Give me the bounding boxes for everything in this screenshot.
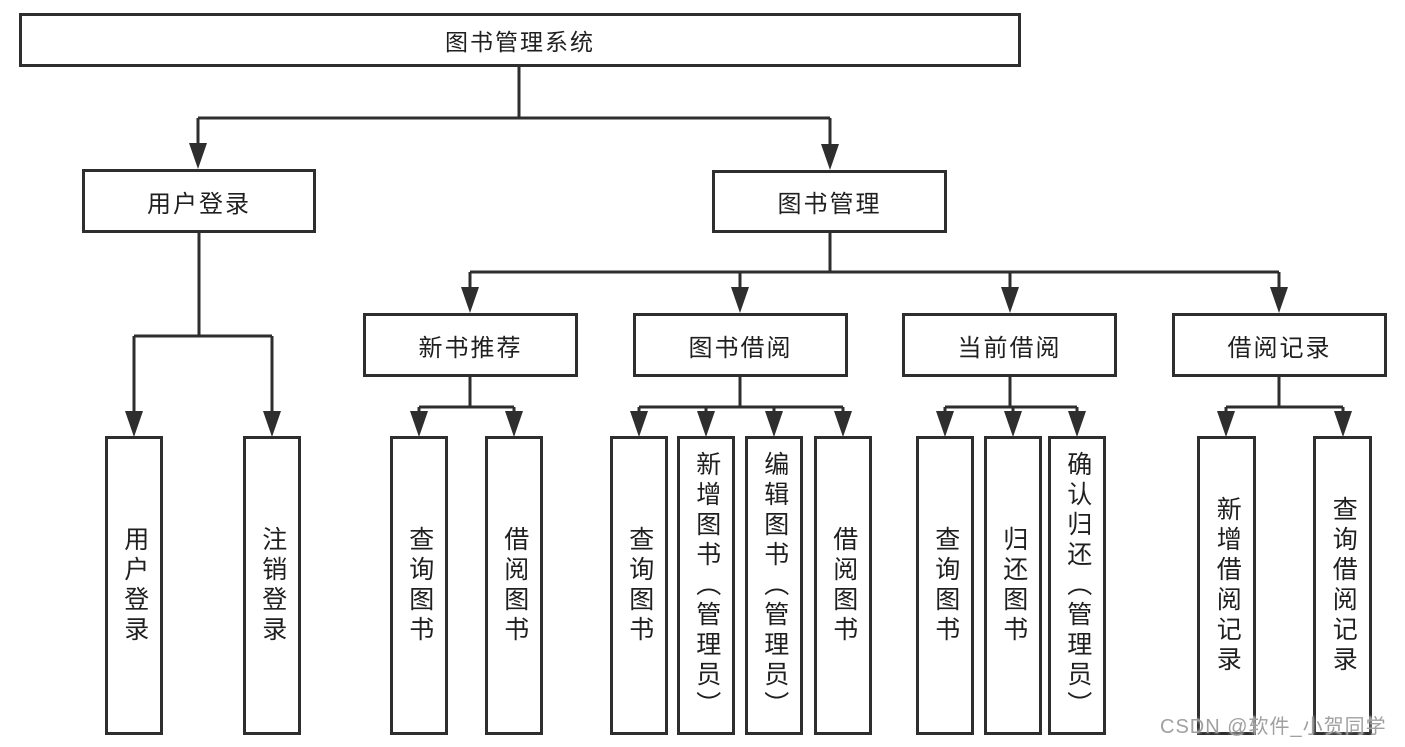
leaf-current-query-books-label: 查询图书 xyxy=(931,525,960,646)
node-root-label: 图书管理系统 xyxy=(445,29,595,55)
node-borrow-record: 借阅记录 xyxy=(1172,313,1387,377)
csdn-watermark: CSDN @软件_小贺同学 xyxy=(1160,716,1387,738)
leaf-current-return-books: 归还图书 xyxy=(984,436,1042,735)
node-book-management-label: 图书管理 xyxy=(777,191,882,218)
leaf-record-query-borrow-record: 查询借阅记录 xyxy=(1313,436,1372,735)
leaf-borrow-borrow-books-label: 借阅图书 xyxy=(829,525,858,646)
leaf-user-login-label: 用户登录 xyxy=(120,525,149,646)
leaf-record-add-borrow-record: 新增借阅记录 xyxy=(1197,436,1256,735)
node-book-borrow-label: 图书借阅 xyxy=(688,334,793,362)
node-borrow-record-label: 借阅记录 xyxy=(1227,334,1332,362)
node-root: 图书管理系统 xyxy=(19,13,1021,67)
leaf-borrow-edit-books-admin: 编辑图书（管理员） xyxy=(745,436,803,735)
leaf-borrow-edit-books-admin-label: 编辑图书（管理员） xyxy=(760,450,789,721)
leaf-current-confirm-return-admin-label: 确认归还（管理员） xyxy=(1063,450,1092,721)
node-user-login-label: 用户登录 xyxy=(147,190,251,218)
leaf-borrow-add-books-admin-label: 新增图书（管理员） xyxy=(692,450,721,721)
leaf-borrow-query-books-label: 查询图书 xyxy=(625,525,654,646)
connector-lines xyxy=(132,67,1345,413)
leaf-borrow-borrow-books: 借阅图书 xyxy=(814,436,872,735)
leaf-borrow-add-books-admin: 新增图书（管理员） xyxy=(677,436,735,735)
node-new-book-recommend-label: 新书推荐 xyxy=(418,334,523,362)
leaf-user-login: 用户登录 xyxy=(105,436,163,735)
node-user-login: 用户登录 xyxy=(82,169,316,233)
leaf-borrow-query-books: 查询图书 xyxy=(610,436,668,735)
leaf-newbook-borrow-books: 借阅图书 xyxy=(485,436,543,735)
node-book-management: 图书管理 xyxy=(712,170,947,233)
leaf-newbook-query-books: 查询图书 xyxy=(390,436,448,735)
node-book-borrow: 图书借阅 xyxy=(633,313,848,377)
node-current-borrow-label: 当前借阅 xyxy=(957,334,1062,362)
leaf-logout-label: 注销登录 xyxy=(258,525,287,646)
leaf-newbook-query-books-label: 查询图书 xyxy=(405,525,434,646)
node-current-borrow: 当前借阅 xyxy=(902,313,1117,377)
leaf-current-return-books-label: 归还图书 xyxy=(999,525,1028,646)
connector-arrowheads xyxy=(125,143,1352,437)
node-new-book-recommend: 新书推荐 xyxy=(363,313,578,377)
leaf-record-add-borrow-record-label: 新增借阅记录 xyxy=(1213,495,1242,676)
leaf-logout: 注销登录 xyxy=(243,436,301,735)
leaf-current-query-books: 查询图书 xyxy=(916,436,974,735)
leaf-newbook-borrow-books-label: 借阅图书 xyxy=(500,525,529,646)
leaf-record-query-borrow-record-label: 查询借阅记录 xyxy=(1329,495,1358,676)
leaf-current-confirm-return-admin: 确认归还（管理员） xyxy=(1048,436,1106,735)
